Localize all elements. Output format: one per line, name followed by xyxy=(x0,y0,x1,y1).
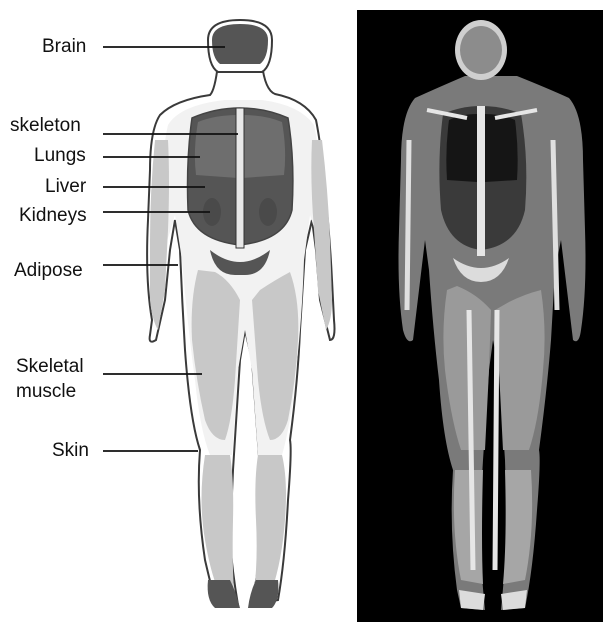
ct-brain xyxy=(460,26,502,74)
spine xyxy=(236,108,244,248)
label-skeletal-muscle-line1: Skeletal xyxy=(16,356,84,378)
label-adipose: Adipose xyxy=(14,260,83,282)
kidney-right xyxy=(259,198,277,226)
muscle-arm-left xyxy=(150,140,169,330)
muscle-calf-left xyxy=(202,455,235,592)
label-brain: Brain xyxy=(42,36,86,58)
label-skin: Skin xyxy=(52,440,89,462)
label-liver: Liver xyxy=(45,176,86,198)
ct-spine xyxy=(477,106,485,256)
label-skeletal-muscle-line2: muscle xyxy=(16,381,76,403)
label-lungs: Lungs xyxy=(34,145,86,167)
ct-scan-panel xyxy=(357,10,603,622)
ct-scan-image xyxy=(357,10,603,622)
ct-feet xyxy=(459,590,527,610)
brain-region xyxy=(212,24,268,64)
label-kidneys: Kidneys xyxy=(19,205,87,227)
label-skeleton: skeleton xyxy=(10,115,81,137)
muscle-arm-right xyxy=(311,140,332,330)
foot-right xyxy=(248,580,278,608)
